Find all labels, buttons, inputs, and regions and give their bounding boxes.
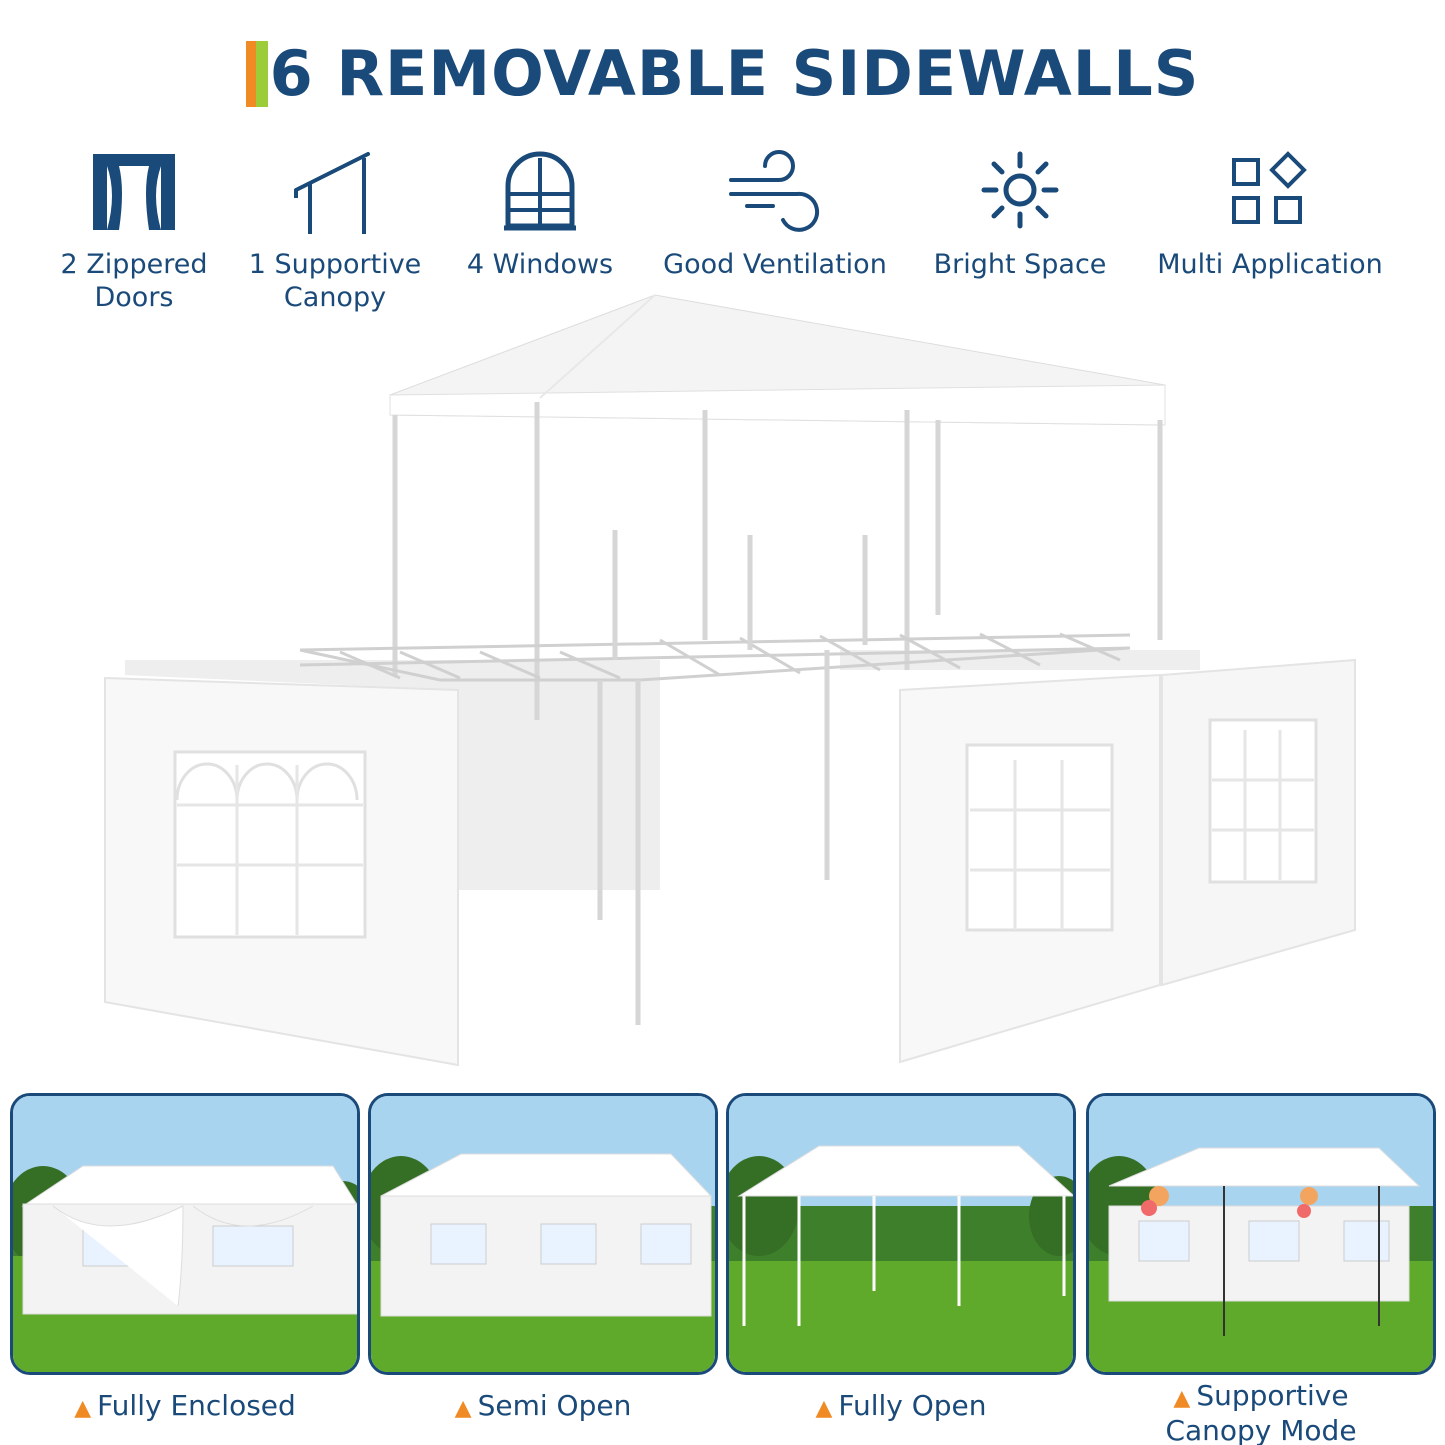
caption-supportive-canopy-line2: Canopy Mode	[1165, 1414, 1357, 1445]
title-accent-bar	[245, 41, 268, 107]
wind-icon	[729, 150, 820, 232]
right-wall-window-1	[965, 743, 1114, 932]
feature-canopy-line1: 1 Supportive	[248, 249, 422, 280]
mode-photo-semi-open	[368, 1093, 718, 1375]
caption-fully-open: ▲Fully Open	[726, 1390, 1076, 1425]
mode-photo-fully-enclosed	[10, 1093, 360, 1375]
feature-doors-line2: Doors	[94, 282, 174, 313]
feature-ventilation: Good Ventilation	[650, 150, 900, 281]
feature-bright: Bright Space	[925, 150, 1115, 281]
caption-supportive-canopy-line1: Supportive	[1196, 1379, 1349, 1412]
canopy-icon	[294, 152, 370, 234]
window-icon	[504, 151, 576, 231]
feature-doors-line1: 2 Zippered	[60, 249, 208, 280]
apps-icon	[1232, 151, 1307, 224]
door-icon	[93, 154, 175, 230]
feature-bright-line1: Bright Space	[933, 249, 1107, 280]
triangle-icon: ▲	[74, 1396, 92, 1421]
page-title-row: 6 REMOVABLE SIDEWALLS	[0, 38, 1445, 110]
left-wall-window	[173, 750, 367, 939]
caption-semi-open-text: Semi Open	[477, 1389, 632, 1422]
caption-fully-open-text: Fully Open	[838, 1389, 987, 1422]
caption-fully-enclosed-text: Fully Enclosed	[97, 1389, 296, 1422]
page-title: 6 REMOVABLE SIDEWALLS	[269, 37, 1200, 110]
right-wall-window-2	[1208, 718, 1318, 884]
triangle-icon: ▲	[1173, 1386, 1191, 1411]
sun-icon	[981, 151, 1059, 229]
caption-semi-open: ▲Semi Open	[368, 1390, 718, 1425]
feature-ventilation-line1: Good Ventilation	[663, 249, 887, 280]
caption-fully-enclosed: ▲Fully Enclosed	[10, 1390, 360, 1425]
triangle-icon: ▲	[815, 1396, 833, 1421]
feature-windows: 4 Windows	[460, 150, 620, 281]
feature-windows-line1: 4 Windows	[466, 249, 614, 280]
feature-multi-line1: Multi Application	[1157, 249, 1383, 280]
feature-canopy-line2: Canopy	[283, 282, 387, 313]
tent-hero-illustration	[104, 294, 1356, 1067]
triangle-icon: ▲	[454, 1396, 472, 1421]
mode-photo-supportive-canopy	[1086, 1093, 1436, 1375]
mode-photo-fully-open	[726, 1093, 1076, 1375]
feature-multi: Multi Application	[1140, 150, 1400, 281]
